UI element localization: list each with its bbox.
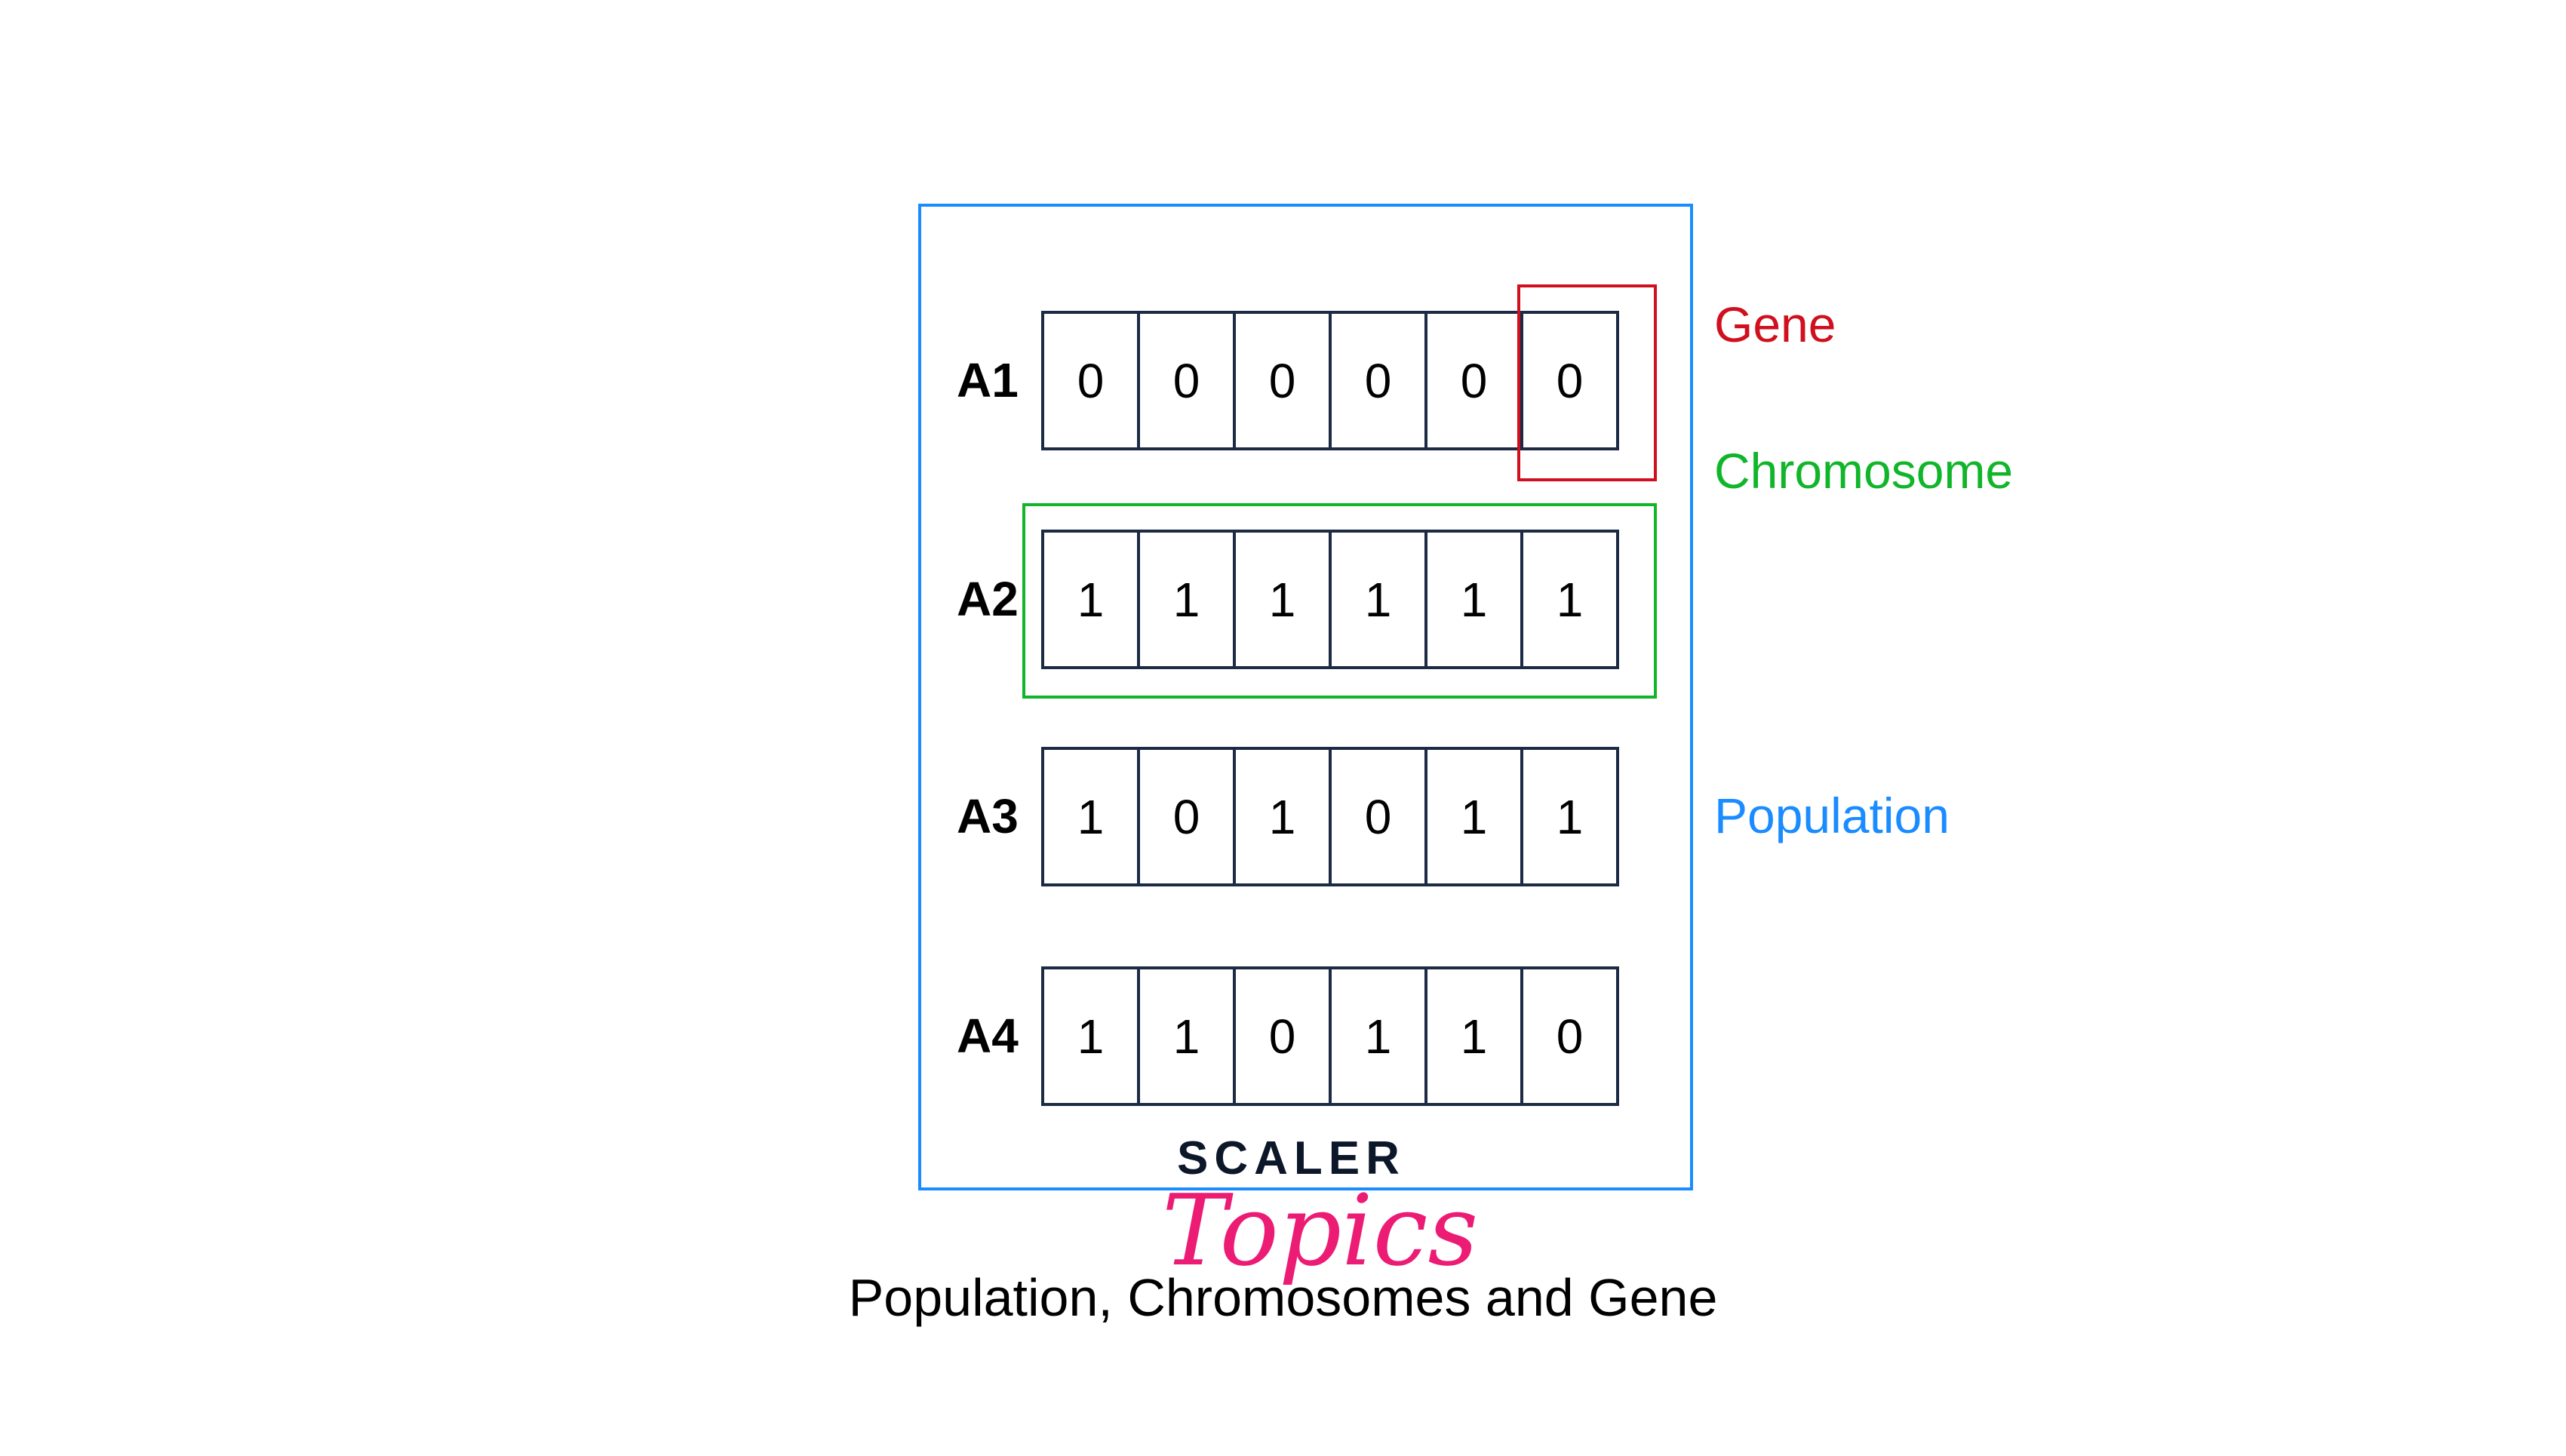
gene-cell: 0 (1520, 966, 1619, 1106)
gene-cell: 1 (1137, 966, 1236, 1106)
gene-cell: 1 (1329, 966, 1427, 1106)
caption: Population, Chromosomes and Gene (848, 1268, 1718, 1327)
chromosome-label: Chromosome (1714, 443, 2014, 499)
gene-cell: 0 (1137, 747, 1236, 886)
chromosome-row-label: A1 (957, 353, 1019, 407)
gene-cell: 1 (1041, 966, 1140, 1106)
gene-cell: 0 (1041, 311, 1140, 450)
chromosome-row-label: A3 (957, 789, 1019, 843)
gene-cell: 0 (1137, 311, 1236, 450)
gene-highlight-box (1517, 284, 1657, 481)
gene-cell: 1 (1233, 747, 1332, 886)
gene-cell: 0 (1233, 311, 1332, 450)
chromosome-row-label: A2 (957, 572, 1019, 626)
gene-cell: 1 (1424, 747, 1523, 886)
gene-cell: 0 (1329, 311, 1427, 450)
gene-cell: 1 (1520, 530, 1619, 669)
gene-cell: 1 (1233, 530, 1332, 669)
logo-scaler-text: SCALER (1177, 1132, 1406, 1184)
gene-label: Gene (1714, 296, 1836, 352)
gene-cell: 0 (1424, 311, 1523, 450)
gene-cell: 1 (1041, 747, 1140, 886)
population-label: Population (1714, 788, 1950, 843)
chromosome-row-label: A4 (957, 1009, 1019, 1063)
logo-topics-text: Topics (1162, 1173, 1479, 1288)
population-box (918, 204, 1693, 1190)
chromosome-highlight-box (1022, 503, 1657, 699)
gene-cell: 1 (1520, 747, 1619, 886)
gene-cell: 0 (1520, 311, 1619, 450)
gene-cell: 0 (1329, 747, 1427, 886)
gene-cell: 0 (1233, 966, 1332, 1106)
gene-cell: 1 (1424, 966, 1523, 1106)
